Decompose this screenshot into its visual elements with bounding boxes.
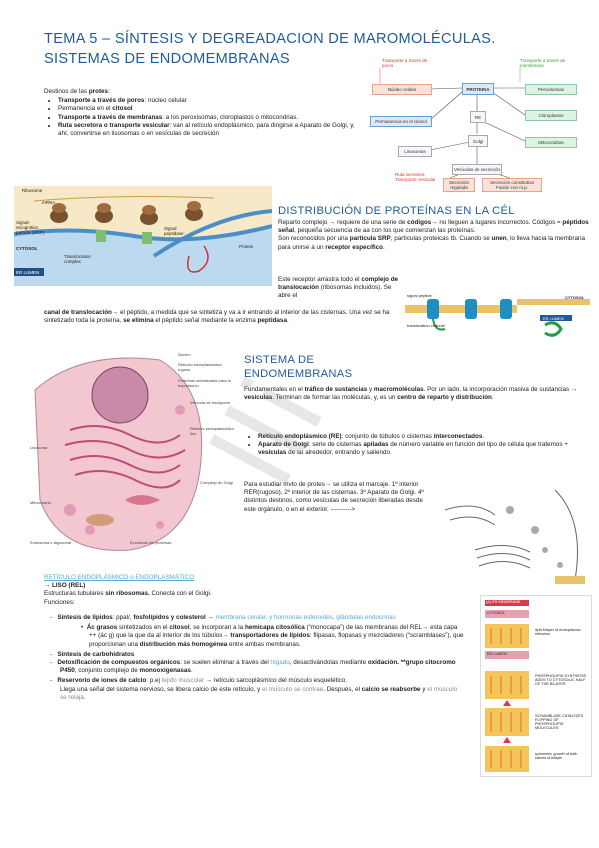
fig5-label-bilayer: lipid bilayer of endoplasmic reticulum	[535, 628, 581, 636]
figure-scramblase: (A) ER MEMBRANE CYTOSOL ER LUMEN lipid b…	[480, 595, 592, 777]
fig1-label-er-lumen: ER LUMEN	[16, 270, 40, 275]
label-poros: Transporte a través de poros	[382, 58, 428, 68]
fig3-label-mitocondria: Mitocondria	[30, 500, 51, 505]
node-golgi: Golgi	[468, 135, 488, 147]
liso-heading: → LISO (REL)	[44, 582, 86, 590]
fig3-label-endosoma: Endosoma o fagosoma	[30, 540, 72, 545]
fig1-label-cytosol: CYTOSOL	[16, 246, 38, 251]
label-membranas: Transporte a través de membranas	[520, 58, 566, 68]
section3-head: RETÍCULO ENDOPLÁSMICO o ENDOPLASMÁTICO →…	[44, 574, 424, 607]
fig3-label-proteinas: Proteínas sintetizadas para la exportaci…	[178, 378, 231, 388]
fig1-label-srp: Signal-recognition particle (SRP)	[16, 220, 45, 235]
figure-golgi-transport	[435, 480, 590, 590]
fig3-label-exocitosis: Exocitosis de proteínas	[130, 540, 172, 545]
destino-item: Transporte a través de membranas: a los …	[58, 114, 364, 122]
destinos-intro: Destinos de las protes:	[44, 88, 110, 95]
liso-estructura: Estructuras tubulares sin ribosomas. Con…	[44, 590, 212, 598]
fig5-label-cytosol: CYTOSOL	[487, 611, 506, 615]
figure-cell-endomembranes: Núcleo Retículo endoplasmático rugoso Pr…	[30, 350, 240, 565]
node-re: RE	[470, 111, 486, 123]
destino-item: Transporte a través de poros: núcleo cel…	[58, 97, 364, 105]
section2-title: SISTEMA DE ENDOMEMBRANAS	[244, 354, 353, 380]
node-lisosomas: Lisosomas	[398, 146, 432, 157]
node-nucleo: Núcleo celular	[372, 84, 432, 95]
fig1-label-protein: Protein	[239, 244, 254, 249]
figure-srp-translocation: Ribosome mRNA Signal-recognition particl…	[14, 186, 272, 286]
node-secrecion-constitutiva: Secreción constitutiva Fusión con m.p.	[482, 178, 542, 192]
section1-text-a: Reparto complejo → requiere de una serie…	[278, 219, 589, 251]
fig3-label-lisosoma: Lisosoma	[30, 445, 48, 450]
label-ruta: Ruta secretora Transporte vesicular	[395, 172, 436, 182]
section2-text: Fundamentales en el tráfico de sustancia…	[244, 386, 578, 402]
bullet-re: Retículo endoplásmico (RE): conjunto de …	[258, 433, 589, 441]
section1-text-b: Este receptor arrastra todo el complejo …	[278, 276, 399, 300]
reticulo-link[interactable]: RETÍCULO ENDOPLÁSMICO o ENDOPLASMÁTICO	[44, 574, 195, 581]
figure-translocation-channel: CYTOSOL ER LUMEN signal peptide transloc…	[405, 277, 590, 341]
page-title: TEMA 5 – SÍNTESIS Y DEGREADACION DE MARO…	[44, 31, 496, 47]
funciones-label: Funciones:	[44, 598, 75, 606]
section2-marcaje: Para estudiar mvto de protes→ se utiliza…	[244, 481, 424, 513]
fig3-label-golgi: Complejo de Golgi	[200, 480, 233, 485]
fig5-label-growth: symmetric growth of both halves of bilay…	[535, 752, 578, 760]
destino-item: Permanencia en el citosol	[58, 105, 364, 113]
page-subtitle: SISTEMAS DE ENDOMEMBRANAS	[44, 51, 290, 67]
funcion-calcio: - Reservorio de iones de calcio: p.ej te…	[50, 677, 458, 701]
fig1-label-translocation: Translocation complex	[64, 254, 91, 264]
node-vesiculas: Vesículas de secreción	[452, 164, 502, 175]
section1-title: DISTRIBUCIÓN DE PROTEÍNAS EN LA CÉL	[278, 205, 515, 217]
fig2-label-signal: signal peptide	[407, 293, 432, 298]
fig1-label-ribosome: Ribosome	[22, 188, 43, 193]
figure-srp-svg	[14, 186, 272, 286]
fig5-label-scramblase: SCRAMBLASE CATALYZES FLIPPING OF PHOSPHO…	[535, 714, 584, 730]
fig5-label-er-lumen: ER LUMEN	[487, 652, 507, 656]
fig3-label-nucleo: Núcleo	[178, 352, 191, 357]
figure-channel-svg	[405, 299, 590, 337]
fig1-label-mrna: mRNA	[42, 200, 56, 205]
funcion-carbohidratos: - Síntesis de carbohidratos	[50, 650, 135, 658]
node-mitocondrias: Mitocondrias	[525, 137, 577, 148]
fig3-label-vesicula: Vesícula de transporte	[190, 400, 230, 405]
fig5-label-membrane: (A) ER MEMBRANE	[486, 600, 521, 604]
fig5-label-synthesis: PHOSPHOLIPID SYNTHESIS ADDS TO CYTOSOLIC…	[535, 674, 587, 686]
fig2-label-cytosol: CYTOSOL	[565, 295, 585, 300]
funciones-list: - Síntesis de lípidos: ppal/, fosfolípid…	[44, 614, 464, 702]
protein-destinations-diagram: Transporte a través de poros Transporte …	[370, 58, 585, 193]
destinos-block: Destinos de las protes: Transporte a tra…	[44, 88, 364, 138]
figure-cell-svg	[30, 350, 240, 565]
destino-item: Ruta secretora o transporte vesicular: v…	[58, 122, 364, 138]
fig2-label-translocation: translocation channel	[407, 323, 445, 328]
figure-golgi-svg	[444, 489, 585, 584]
fig2-label-er-lumen: ER LUMEN	[543, 316, 564, 321]
funcion-acidos-grasos: • Ác grasos sintetizados en el citosol, …	[81, 624, 464, 648]
funcion-lipidos: - Síntesis de lípidos: ppal/, fosfolípid…	[50, 614, 396, 621]
node-cloroplastos: Cloroplastos	[525, 110, 577, 121]
funcion-detoxificacion: - Detoxificación de compuestos orgánicos…	[50, 659, 456, 675]
fig3-label-rer: Retículo endoplasmático rugoso	[178, 362, 222, 372]
node-peroxisomas: Peroxisomas	[525, 84, 577, 95]
node-secrecion-regulada: Secreción regulada	[443, 178, 475, 192]
section2-bullets: Retículo endoplásmico (RE): conjunto de …	[244, 433, 589, 458]
section1-text-c: canal de translocación→ el péptido, a me…	[44, 309, 390, 325]
fig1-label-peptidase: Signal peptidase	[164, 226, 184, 236]
figure-scramblase-svg	[485, 600, 529, 772]
node-citosol: Permanencia en el citosol	[370, 116, 432, 127]
node-proteina: PROTEINA	[462, 83, 494, 95]
bullet-golgi: Aparato de Golgi: serie de cisternas api…	[258, 441, 589, 457]
fig3-label-rel: Retículo endoplasmático liso	[190, 426, 234, 436]
